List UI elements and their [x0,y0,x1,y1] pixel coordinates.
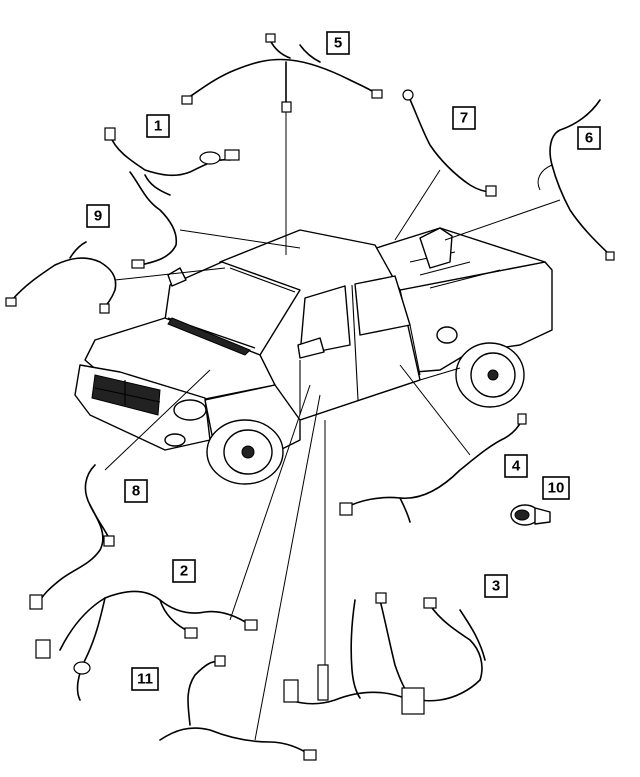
callout-9: 9 [86,204,110,228]
callout-3: 3 [484,574,508,598]
callout-4-label: 4 [512,458,521,475]
callout-8: 8 [124,479,148,503]
harness-6 [537,99,615,261]
harness-5 [181,33,383,113]
callout-5: 5 [326,31,350,55]
harness-3 [283,592,486,715]
pickup-truck-illustration [74,227,553,485]
callout-11-label: 11 [137,671,153,688]
callout-1: 1 [146,114,170,138]
callout-6-label: 6 [585,130,593,147]
callout-2-label: 2 [180,563,188,580]
harness-8 [29,464,115,610]
callout-7-label: 7 [460,110,468,127]
callout-9-label: 9 [94,208,102,225]
callout-3-label: 3 [492,578,500,595]
harness-4 [339,413,527,523]
harness-9 [5,241,117,314]
callout-10-label: 10 [548,480,565,497]
callout-7: 7 [452,106,476,130]
callout-5-label: 5 [334,35,342,52]
harness-1 [104,127,240,269]
callout-1-label: 1 [154,118,162,135]
leader-lines [104,110,561,741]
harness-7 [402,89,497,197]
callout-6: 6 [577,126,601,150]
part-10-sensor [510,504,551,526]
callout-11: 11 [131,667,159,691]
harness-2 [35,590,258,701]
callout-4: 4 [504,454,528,478]
callout-2: 2 [172,559,196,583]
callout-8-label: 8 [132,483,140,500]
harness-11 [159,655,317,761]
callout-10: 10 [542,476,570,500]
